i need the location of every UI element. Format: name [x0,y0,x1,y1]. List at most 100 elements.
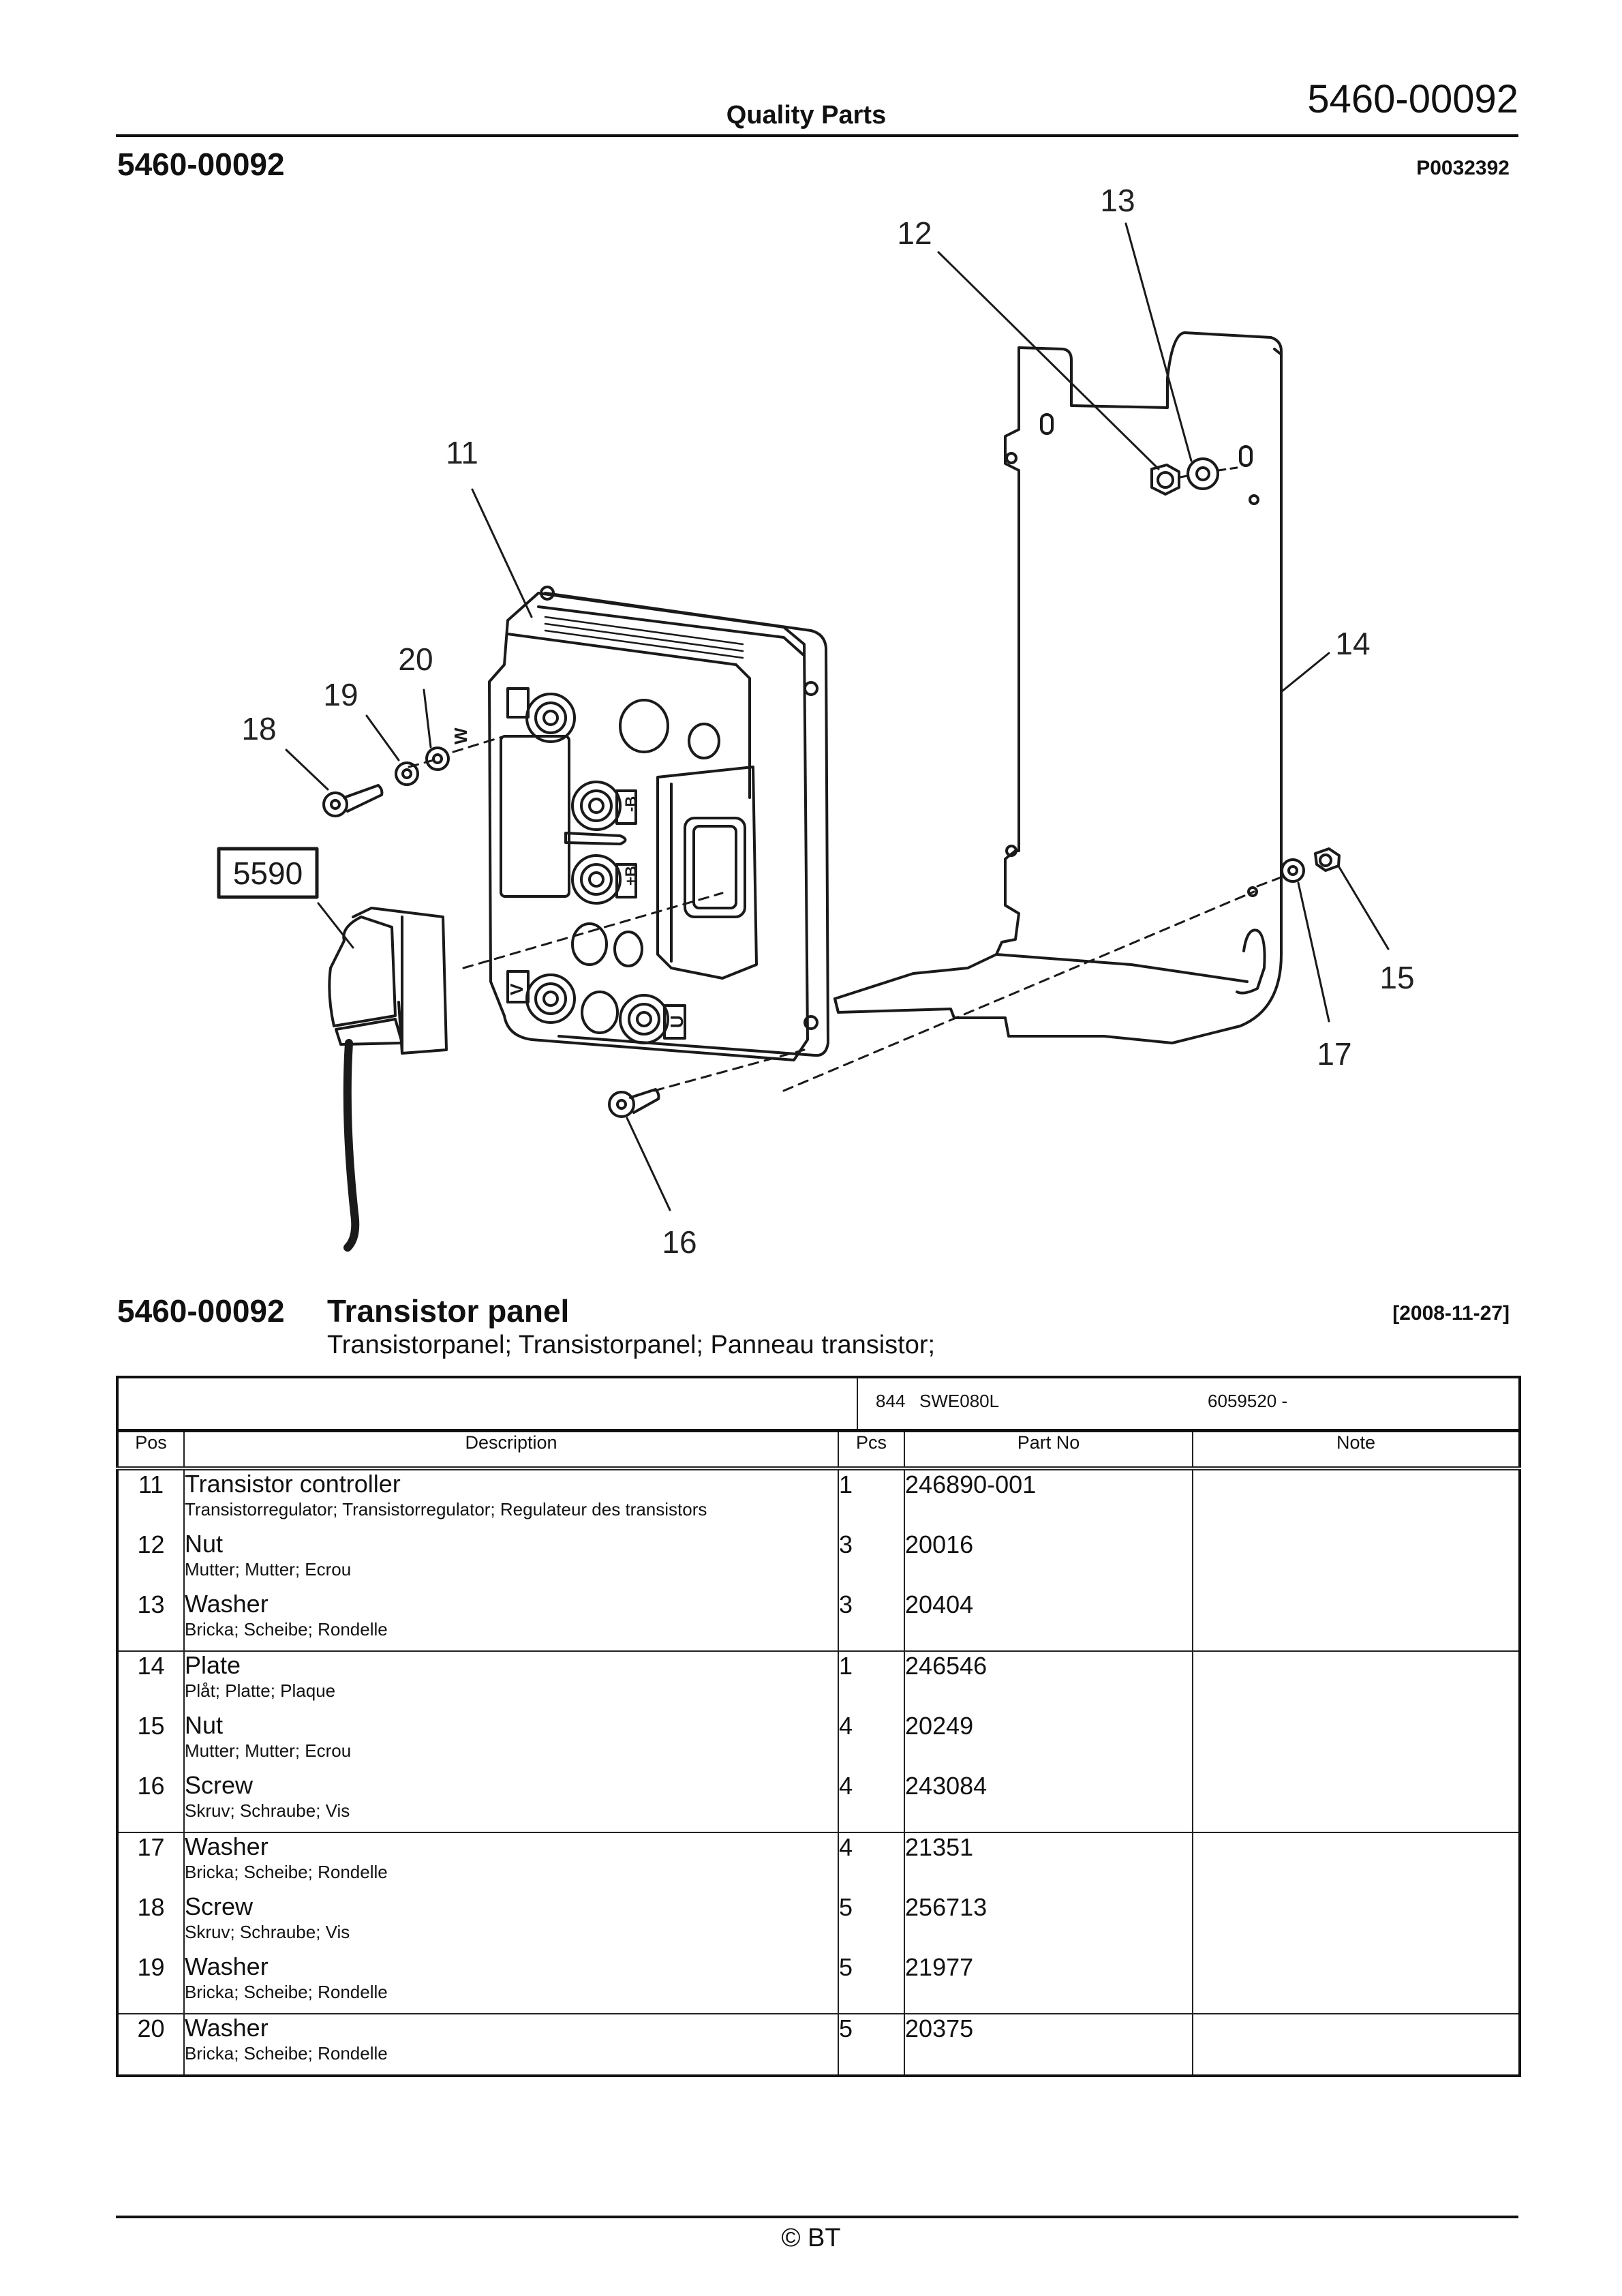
washer-13 [1187,457,1219,490]
terminal-plus-b [571,854,637,905]
exploded-diagram: W -B +B V U [0,170,1622,1275]
cell-pcs: 1 [837,1468,905,1530]
part-name: Screw [185,1771,254,1799]
part-name: Washer [185,1590,269,1618]
part-translation: Bricka; Scheibe; Rondelle [185,1862,388,1882]
parts-table: 844 SWE080L 6059520 - Pos Description Pc… [115,1376,1522,2077]
cell-pcs: 1 [837,1651,905,1712]
part-translation: Bricka; Scheibe; Rondelle [185,2043,388,2064]
screw-18 [322,784,384,817]
part-name: Washer [185,1952,269,1980]
section-title: Transistor panel [327,1293,570,1329]
cell-pos: 13 [116,1590,184,1652]
cell-pos: 18 [116,1893,184,1953]
cell-part-no: 20404 [904,1590,1193,1652]
cell-pos: 12 [116,1530,184,1590]
cell-note [1192,1712,1522,1772]
part-translation: Bricka; Scheibe; Rondelle [185,1982,388,2002]
mounting-plate [833,331,1283,1044]
cell-pcs: 5 [837,1953,905,2014]
part-name: Screw [185,1892,254,1920]
cell-pcs: 4 [837,1772,905,1833]
cell-note [1192,1832,1522,1893]
col-note: Note [1192,1430,1522,1470]
footer-rule [116,2216,1518,2218]
illustration-id: P0032392 [1416,157,1510,179]
model-info-row: 844 SWE080L 6059520 - [115,1376,1522,1432]
part-name: Washer [185,1832,269,1860]
callout-13: 13 [1100,183,1135,218]
part-name: Plate [185,1651,241,1679]
callout-18: 18 [241,711,276,746]
terminal-minus-b [571,781,637,831]
model-name: SWE080L [919,1391,1000,1411]
cell-part-no: 256713 [904,1893,1193,1953]
cell-part-no: 246890-001 [904,1468,1193,1530]
label-u: U [667,1015,687,1028]
callout-16: 16 [662,1224,697,1260]
section-date: [2008-11-27] [1392,1302,1510,1325]
cell-pcs: 5 [837,1893,905,1953]
cell-note [1192,1530,1522,1590]
cell-note [1192,1953,1522,2014]
cell-note [1192,1590,1522,1652]
part-translation: Bricka; Scheibe; Rondelle [185,1619,388,1640]
cell-pos: 17 [116,1832,184,1893]
cell-pos: 20 [116,2014,184,2077]
cell-part-no: 21351 [904,1832,1193,1893]
reference-box-label: 5590 [233,856,303,891]
cell-note [1192,1468,1522,1530]
cell-note [1192,2014,1522,2077]
cell-part-no: 20375 [904,2014,1193,2077]
callout-12: 12 [897,215,932,251]
cell-pos: 11 [116,1468,184,1530]
header-doc-number: 5460-00092 [1307,77,1518,121]
part-name: Transistor controller [185,1470,401,1498]
col-pcs: Pcs [837,1430,905,1470]
part-translation: Transistorregulator; Transistorregulator… [185,1499,707,1520]
cell-pos: 19 [116,1953,184,2014]
nut-12 [1150,464,1180,496]
callout-11: 11 [446,435,478,470]
cell-pcs: 4 [837,1712,905,1772]
header-rule [116,134,1518,137]
reference-box [217,847,319,899]
cell-pos: 15 [116,1712,184,1772]
section-translations: Transistorpanel; Transistorpanel; Pannea… [327,1331,936,1359]
part-translation: Skruv; Schraube; Vis [185,1922,350,1942]
callout-15: 15 [1379,960,1414,995]
terminal-w [506,687,576,743]
header-title: Quality Parts [726,101,887,130]
col-description: Description [183,1430,838,1470]
part-name: Nut [185,1530,224,1558]
section-number: 5460-00092 [117,1293,285,1329]
screw-16 [608,1088,660,1118]
part-translation: Skruv; Schraube; Vis [185,1800,350,1821]
table-header: Pos Description Pcs Part No Note [116,1430,1522,1470]
part-name: Nut [185,1711,224,1739]
connector-5590 [328,907,448,1252]
model-code: 844 [876,1391,906,1411]
label-v: V [506,983,527,995]
label-plus-b: +B [622,866,639,886]
callout-17: 17 [1317,1036,1351,1072]
label-w: W [450,727,471,744]
washer-17 [1281,858,1305,883]
part-translation: Mutter; Mutter; Ecrou [185,1559,352,1580]
cell-pcs: 3 [837,1590,905,1652]
cell-note [1192,1772,1522,1833]
